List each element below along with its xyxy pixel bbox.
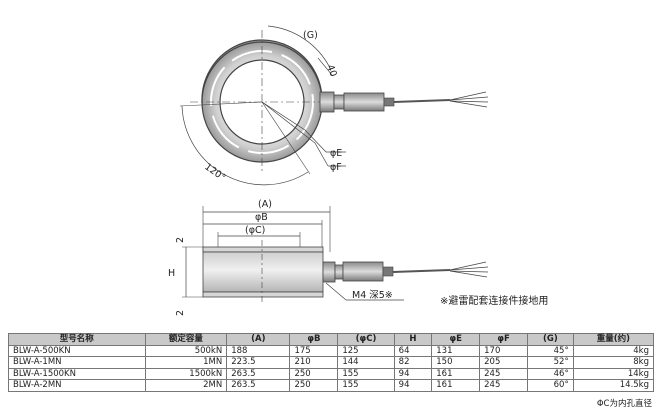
cell: 8kg: [572, 356, 655, 369]
cell: 223.5: [226, 356, 291, 369]
cell: 64: [393, 344, 433, 357]
footnote: ΦC为内孔直径: [596, 399, 652, 409]
cell: 150: [431, 356, 481, 369]
cell: 245: [479, 379, 529, 392]
angle-arc: [181, 105, 309, 186]
cell: 2MN: [144, 379, 228, 392]
table-row: BLW-A-500KN 500kN 188 175 125 64 131 170…: [8, 344, 655, 357]
table-row: BLW-A-1MN 1MN 223.5 210 144 82 150 205 5…: [8, 356, 655, 369]
col-g: (G): [527, 333, 574, 346]
cell: 263.5: [226, 367, 291, 380]
label-thread: M4 深5※: [352, 290, 393, 301]
cell: 14.5kg: [572, 379, 655, 392]
cell: 60°: [527, 379, 574, 392]
cell: 175: [289, 344, 339, 357]
cell: 45°: [527, 344, 574, 357]
body-band: [202, 251, 324, 293]
col-c: (φC): [337, 333, 395, 346]
cell: 94: [393, 367, 433, 380]
leader-e: [261, 101, 306, 131]
label-c: (φC): [245, 225, 265, 236]
body-top-plate: [202, 246, 324, 253]
cell: BLW-A-500KN: [8, 344, 146, 357]
col-a: (A): [226, 333, 291, 346]
cell: 170: [479, 344, 529, 357]
cell: 46°: [527, 367, 574, 380]
col-model: 型号名称: [8, 333, 146, 346]
g-arc: [267, 25, 331, 69]
table-row: BLW-A-1500KN 1500kN 263.5 250 155 94 161…: [8, 367, 655, 380]
label-e: φE: [330, 148, 342, 159]
label-h: H: [168, 268, 175, 279]
label-40: 40: [324, 63, 338, 78]
cell: 94: [393, 379, 433, 392]
spec-table: 型号名称 额定容量 (A) φB (φC) H φE φF (G) 重量(约) …: [8, 333, 655, 392]
cell: 14kg: [572, 367, 655, 380]
label-2-bottom: 2: [175, 310, 186, 316]
cell: 263.5: [226, 379, 291, 392]
cell: 245: [479, 367, 529, 380]
cell: 250: [289, 379, 339, 392]
cell: 188: [226, 344, 291, 357]
col-h: H: [393, 333, 433, 346]
col-weight: 重量(约): [572, 333, 655, 346]
cell: 205: [479, 356, 529, 369]
cell: 161: [431, 367, 481, 380]
grounding-note: ※避雷配套连接件接地用: [440, 296, 549, 307]
col-f: φF: [479, 333, 529, 346]
cell: 1MN: [144, 356, 228, 369]
cell: 82: [393, 356, 433, 369]
label-f: φF: [330, 162, 342, 173]
cell: 144: [337, 356, 395, 369]
cell: 500kN: [144, 344, 228, 357]
col-b: φB: [289, 333, 339, 346]
load-cell-drawing: φE φF 120° (G) 40 (A) φB: [168, 25, 489, 316]
table-header-row: 型号名称 额定容量 (A) φB (φC) H φE φF (G) 重量(约): [8, 333, 655, 346]
side-view: (A) φB (φC) H 2 2 M4 深5※: [168, 199, 489, 316]
label-2-top: 2: [175, 237, 186, 243]
cell: 131: [431, 344, 481, 357]
label-a: (A): [258, 199, 272, 210]
label-angle: 120°: [202, 161, 227, 183]
cell: 210: [289, 356, 339, 369]
label-b: φB: [255, 212, 268, 223]
label-g: (G): [303, 30, 318, 41]
cell: BLW-A-2MN: [8, 379, 146, 392]
cell: 52°: [527, 356, 574, 369]
cell: 1500kN: [144, 367, 228, 380]
cell: 4kg: [572, 344, 655, 357]
leader-f: [261, 101, 316, 144]
body-bottom-plate: [202, 291, 324, 298]
cell: BLW-A-1500KN: [8, 367, 146, 380]
cell: 125: [337, 344, 395, 357]
cell: 155: [337, 367, 395, 380]
cell: 250: [289, 367, 339, 380]
cell: BLW-A-1MN: [8, 356, 146, 369]
col-e: φE: [431, 333, 481, 346]
table-row: BLW-A-2MN 2MN 263.5 250 155 94 161 245 6…: [8, 379, 655, 392]
cell: 155: [337, 379, 395, 392]
cell: 161: [431, 379, 481, 392]
top-view: φE φF 120° (G) 40: [179, 25, 489, 186]
col-capacity: 额定容量: [144, 333, 228, 346]
